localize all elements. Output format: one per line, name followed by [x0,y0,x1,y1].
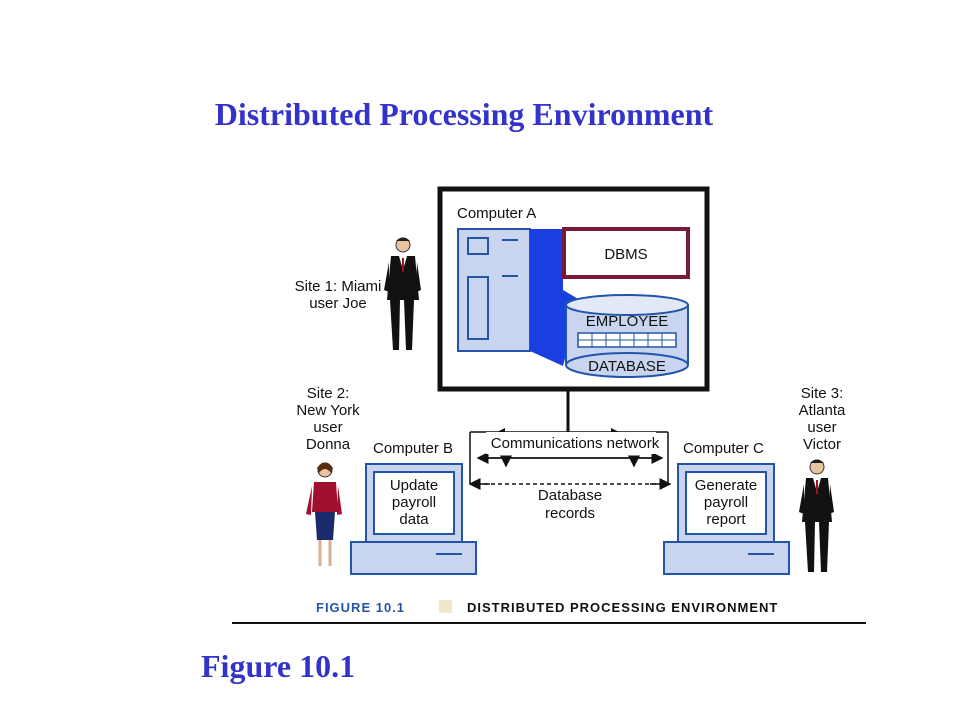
site2-label-line2: New York [296,402,360,419]
computer-b-label: Computer B [373,440,453,457]
database-bottom-label: DATABASE [588,358,666,375]
site3-label-line2: Atlanta [799,402,846,419]
slide-title: Distributed Processing Environment [214,96,714,132]
slide-caption: Figure 10.1 [201,648,356,684]
employee-database-cylinder: EMPLOYEE DATABASE [565,294,689,378]
records-label-line2: records [545,505,595,522]
site2-label-line1: Site 2: [307,385,350,402]
computer-c-screen-line3: report [706,511,746,528]
computer-c-screen-line2: payroll [704,494,748,511]
figure-title: DISTRIBUTED PROCESSING ENVIRONMENT [467,600,778,615]
site2-label-line4: Donna [306,436,351,453]
computer-c: Computer C Generate payroll report [663,440,790,575]
dbms-box [562,227,690,279]
site3-label-line3: user [807,419,836,436]
dbms-label: DBMS [604,246,647,263]
user-joe-figure [384,237,421,350]
computer-b-screen-line1: Update [390,477,438,494]
computer-c-label: Computer C [683,440,764,457]
records-label-line1: Database [538,487,602,504]
user-donna-figure [306,462,342,566]
network-label: Communications network [491,435,660,452]
site1-label-line1: Site 1: Miami [295,278,382,295]
computer-b-screen-line3: data [399,511,429,528]
figure-number: FIGURE 10.1 [316,600,405,615]
site1-label-line2: user Joe [309,295,367,312]
site3-label-line1: Site 3: [801,385,844,402]
computer-a-monitor: Computer A DBMS EMPLOYEE DATABASE [437,186,710,392]
site3-label-line4: Victor [803,436,841,453]
caption-separator-box [439,600,452,613]
site2-label-line3: user [313,419,342,436]
computer-a-label: Computer A [457,205,536,222]
computer-b-screen-line2: payroll [392,494,436,511]
computer-b: Computer B Update payroll data [350,440,477,575]
computer-c-screen-line1: Generate [695,477,758,494]
user-victor-figure [799,459,834,572]
database-top-label: EMPLOYEE [586,313,669,330]
